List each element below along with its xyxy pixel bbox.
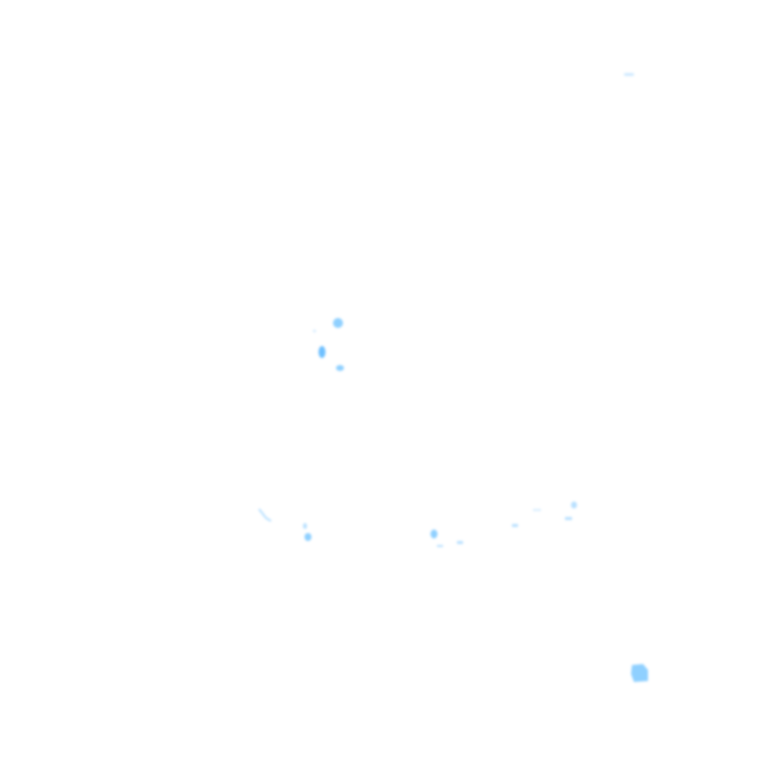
speck-mid-2: [318, 346, 326, 358]
speck-arc-7: [512, 524, 518, 527]
speck-mid-4: [313, 330, 316, 332]
speck-top-right: [624, 73, 634, 76]
speck-arc-10: [571, 501, 577, 509]
speck-arc-8: [533, 509, 541, 511]
speck-arc-5: [437, 545, 443, 547]
speck-arc-3: [304, 533, 312, 541]
speck-arc-1: [258, 508, 272, 522]
speck-mid-3: [336, 365, 344, 371]
speck-bottom-right: [631, 664, 648, 682]
speck-arc-6: [457, 541, 463, 544]
speck-arc-9: [565, 517, 572, 520]
speck-arc-4: [430, 529, 438, 539]
speck-arc-2: [303, 523, 307, 529]
speck-mid-1: [333, 318, 343, 328]
